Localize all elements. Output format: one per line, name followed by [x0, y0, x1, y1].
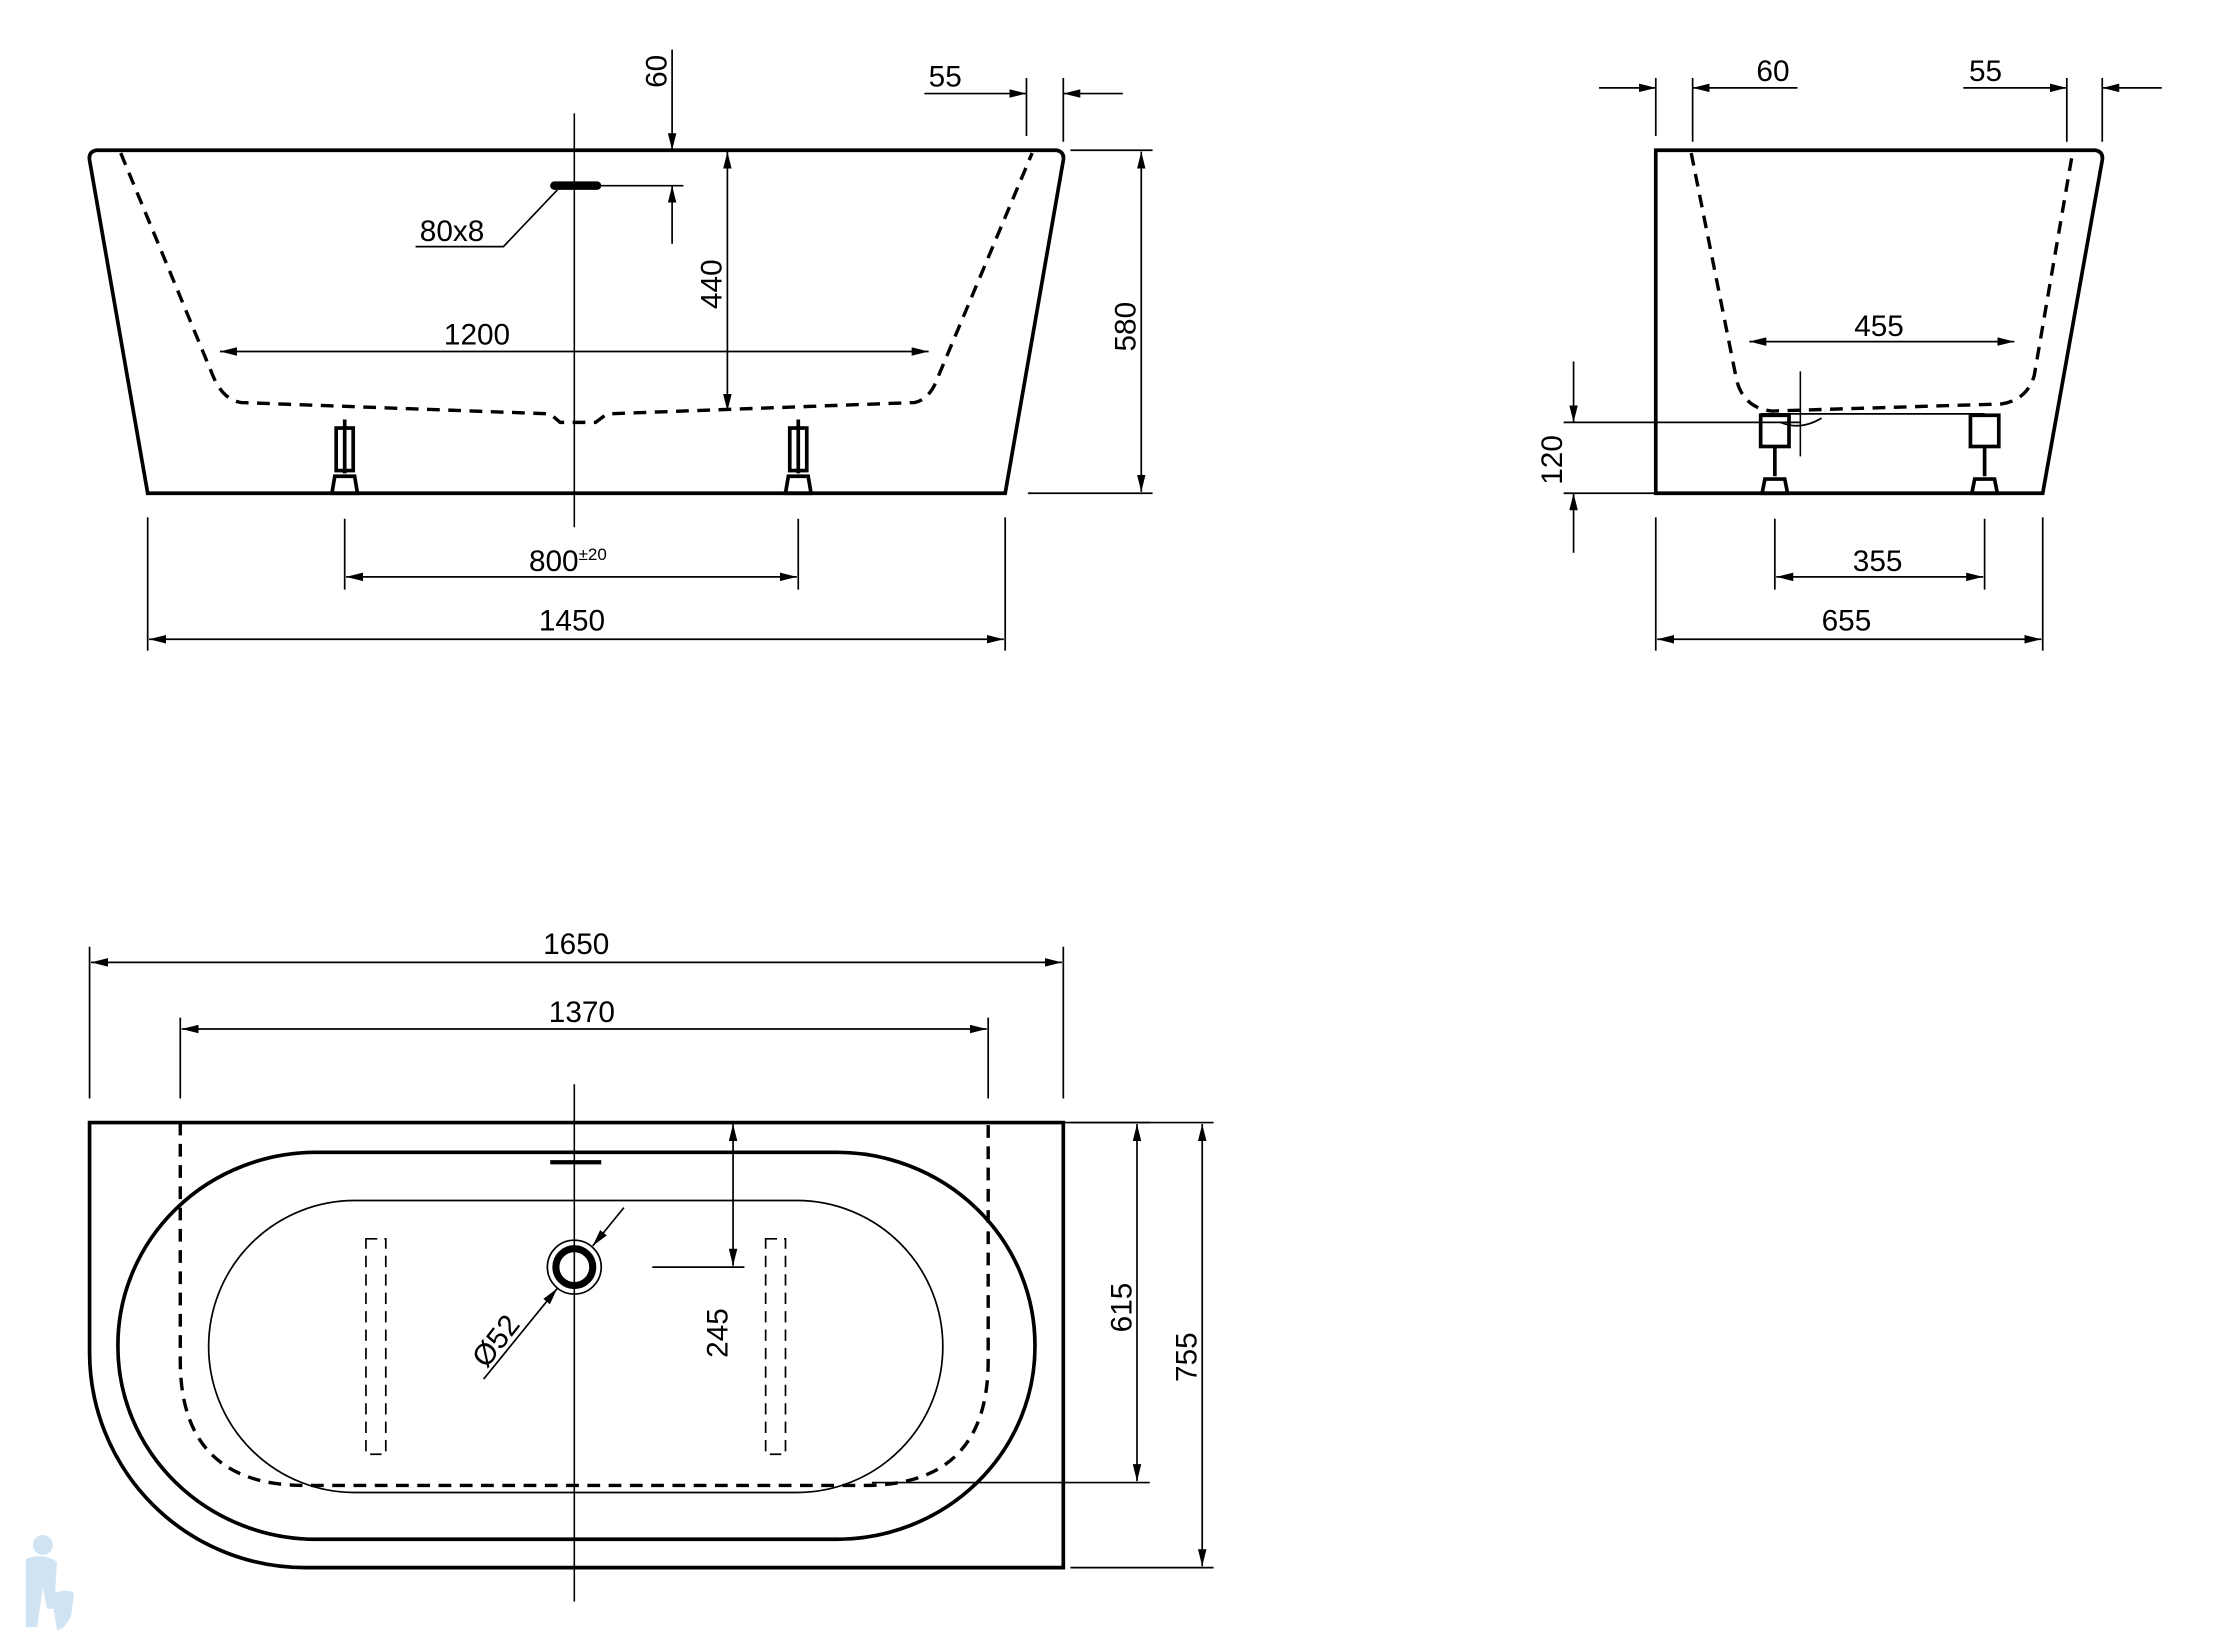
front-foot-left	[329, 419, 360, 496]
dim-height: 580	[1110, 302, 1143, 352]
front-view: 80x8 60 55 440 580 1200 800±20 1450	[87, 49, 1153, 651]
plan-outer-outline	[87, 1120, 1066, 1570]
side-foot-right	[1968, 413, 2001, 496]
front-inner-dashed	[119, 152, 1034, 425]
dim-overflow-size: 80x8	[420, 215, 485, 248]
plan-inner-dashed	[178, 1122, 990, 1488]
plan-foot-bracket-right	[764, 1237, 787, 1456]
dim-overflow-depth: 60	[640, 55, 673, 88]
dim-inner-length: 1370	[549, 996, 615, 1029]
dim-side-rim-right: 55	[1969, 55, 2002, 88]
dim-feet-spacing: 800±20	[529, 545, 607, 578]
plumber-logo	[25, 1535, 74, 1630]
plan-rim-inner	[116, 1150, 1037, 1542]
drain	[546, 1239, 603, 1295]
dim-inner-width: 615	[1105, 1283, 1138, 1333]
dim-drain-diameter: Ø52	[466, 1309, 527, 1374]
side-outer-outline	[1653, 148, 2105, 496]
dim-inner-bottom-length: 1200	[444, 318, 510, 351]
plan-basin	[207, 1199, 944, 1494]
dim-drain-offset: 245	[701, 1308, 734, 1358]
plan-view: 1650 1370 245 Ø52 615 755	[87, 928, 1214, 1602]
dim-side-bottom-width: 655	[1822, 605, 1872, 638]
dim-total-length: 1650	[543, 928, 609, 961]
side-inner-dashed	[1689, 152, 2075, 413]
plan-foot-bracket-left	[365, 1237, 387, 1456]
dim-feet-height: 120	[1536, 435, 1569, 485]
dim-bottom-length: 1450	[539, 605, 605, 638]
overflow-leader	[415, 189, 558, 248]
front-foot-right	[783, 419, 814, 496]
side-foot-left	[1758, 413, 1791, 496]
dim-front-rim: 55	[929, 60, 962, 93]
dim-water-depth: 440	[696, 259, 729, 309]
dim-side-inner-bottom: 455	[1854, 310, 1904, 343]
front-outer-outline	[87, 148, 1066, 496]
dim-side-feet-spacing: 355	[1853, 545, 1903, 578]
side-view: 60 55 455 120 355 655	[1536, 55, 2162, 651]
dim-side-rim-left: 60	[1756, 55, 1789, 88]
dim-total-width: 755	[1171, 1332, 1204, 1382]
